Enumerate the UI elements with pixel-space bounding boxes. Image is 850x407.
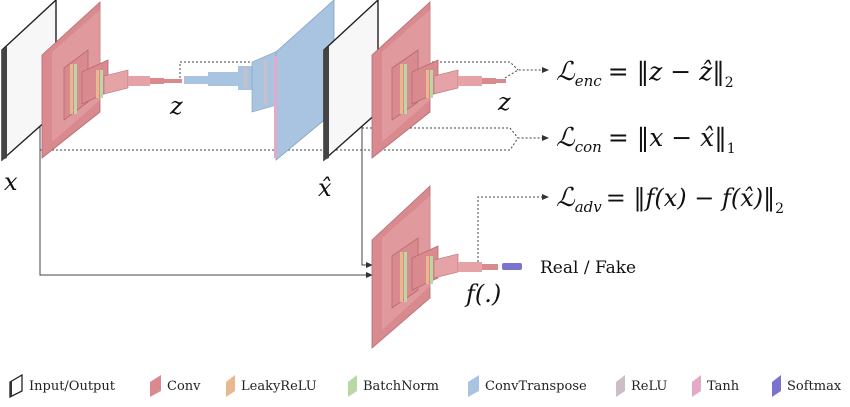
legend-item-relu: ReLU [614, 374, 667, 398]
loss-subscript: con [575, 138, 602, 156]
encoder-2 [371, 1, 506, 159]
loss-rhs: = ‖x − x̂‖ [608, 123, 727, 153]
leakyrelu-block [426, 70, 429, 98]
discriminator [371, 185, 522, 349]
loss-rhs: = ‖z − ẑ‖ [608, 57, 725, 87]
convtranspose-block [184, 76, 208, 84]
legend-item-softmax: Softmax [770, 374, 841, 398]
relu-swatch-icon [616, 375, 625, 397]
conv-block [482, 78, 496, 84]
encoder-1 [41, 1, 182, 159]
loss-symbol: ℒ [556, 57, 576, 87]
skip-line-input [39, 80, 373, 278]
line-to-lcon-bottom [40, 135, 549, 151]
latent-zhat-block [496, 79, 506, 83]
softmax-block [502, 263, 522, 270]
conv-block [103, 69, 129, 95]
label-f: f(.) [464, 280, 501, 308]
legend-label: BatchNorm [363, 378, 439, 394]
leakyrelu-block [426, 256, 429, 284]
decoder [184, 0, 335, 161]
conv-block [458, 262, 482, 272]
relu-block [244, 68, 247, 88]
label-real-fake: Real / Fake [540, 258, 636, 278]
label-z-hat: z [497, 88, 511, 116]
label-x-hat: x̂ [318, 174, 332, 202]
loss-subscript: enc [575, 72, 603, 90]
legend-label: LeakyReLU [241, 378, 317, 394]
loss-symbol: ℒ [556, 123, 576, 153]
loss-symbol: ℒ [556, 183, 576, 213]
legend-item-conv: Conv [148, 374, 201, 398]
conv-swatch-icon [150, 375, 161, 397]
input-output-swatch-icon [9, 374, 23, 398]
loss-subscript: adv [575, 198, 603, 216]
legend-label: Softmax [787, 378, 842, 394]
line-to-lenc-bottom [504, 67, 549, 79]
conv-block [433, 69, 459, 95]
norm-subscript: 2 [725, 75, 734, 91]
tanh-swatch-icon [692, 375, 701, 397]
conv-block [458, 76, 482, 86]
label-x: x [4, 168, 18, 196]
batchnorm-block [404, 252, 407, 302]
convtranspose-swatch-icon [468, 375, 479, 397]
skip-line-recon [361, 80, 373, 268]
relu-block [264, 60, 267, 104]
conv-block [150, 78, 164, 84]
norm-subscript: 1 [727, 141, 736, 157]
legend-item-leakyrelu: LeakyReLU [224, 374, 317, 398]
legend-label: Input/Output [29, 378, 115, 394]
equation-adv: ℒadv= ‖f(x) − f(x̂)‖2 [556, 183, 784, 217]
batchnorm-block [430, 70, 433, 98]
line-to-lcon-top [362, 127, 519, 139]
connections [20, 61, 549, 278]
leakyrelu-block [96, 70, 99, 98]
legend: Input/Output Conv LeakyReLU BatchNorm Co… [0, 366, 850, 406]
loss-rhs: = ‖f(x) − f(x̂)‖ [606, 184, 775, 213]
legend-item-convtranspose: ConvTranspose [466, 374, 587, 398]
legend-item-tanh: Tanh [690, 374, 739, 398]
equation-con: ℒcon = ‖x − x̂‖1 [556, 123, 736, 157]
batchnorm-block [404, 64, 407, 114]
conv-block [128, 76, 150, 86]
leakyrelu-block [70, 64, 73, 114]
tanh-block [274, 56, 277, 158]
svg-text:ℒadv= ‖f(x) − f(x̂)‖2: ℒadv= ‖f(x) − f(x̂)‖2 [556, 183, 784, 217]
legend-label: ConvTranspose [485, 378, 587, 394]
legend-item-batchnorm: BatchNorm [346, 374, 439, 398]
convtranspose-block [208, 72, 238, 86]
leakyrelu-swatch-icon [226, 375, 235, 397]
conv-block [482, 264, 498, 270]
batchnorm-block [430, 256, 433, 284]
equation-enc: ℒenc = ‖z − ẑ‖2 [556, 57, 734, 91]
line-to-ladv [477, 194, 549, 262]
softmax-swatch-icon [772, 375, 781, 397]
svg-text:ℒcon= ‖x − x̂‖1: ℒcon = ‖x − x̂‖1 [556, 123, 736, 157]
batchnorm-block [100, 70, 103, 98]
norm-subscript: 2 [775, 201, 784, 217]
reconstruction-plane [323, 0, 379, 162]
svg-text:ℒenc= ‖z − ẑ‖2: ℒenc = ‖z − ẑ‖2 [556, 57, 734, 91]
label-z: z [169, 92, 183, 120]
batchnorm-swatch-icon [348, 375, 357, 397]
legend-label: ReLU [631, 378, 668, 394]
legend-label: Conv [167, 378, 201, 394]
latent-z-block [164, 79, 182, 83]
batchnorm-block [74, 64, 77, 114]
leakyrelu-block [400, 252, 403, 302]
legend-item-io: Input/Output [8, 374, 115, 398]
legend-label: Tanh [707, 378, 740, 394]
leakyrelu-block [400, 64, 403, 114]
